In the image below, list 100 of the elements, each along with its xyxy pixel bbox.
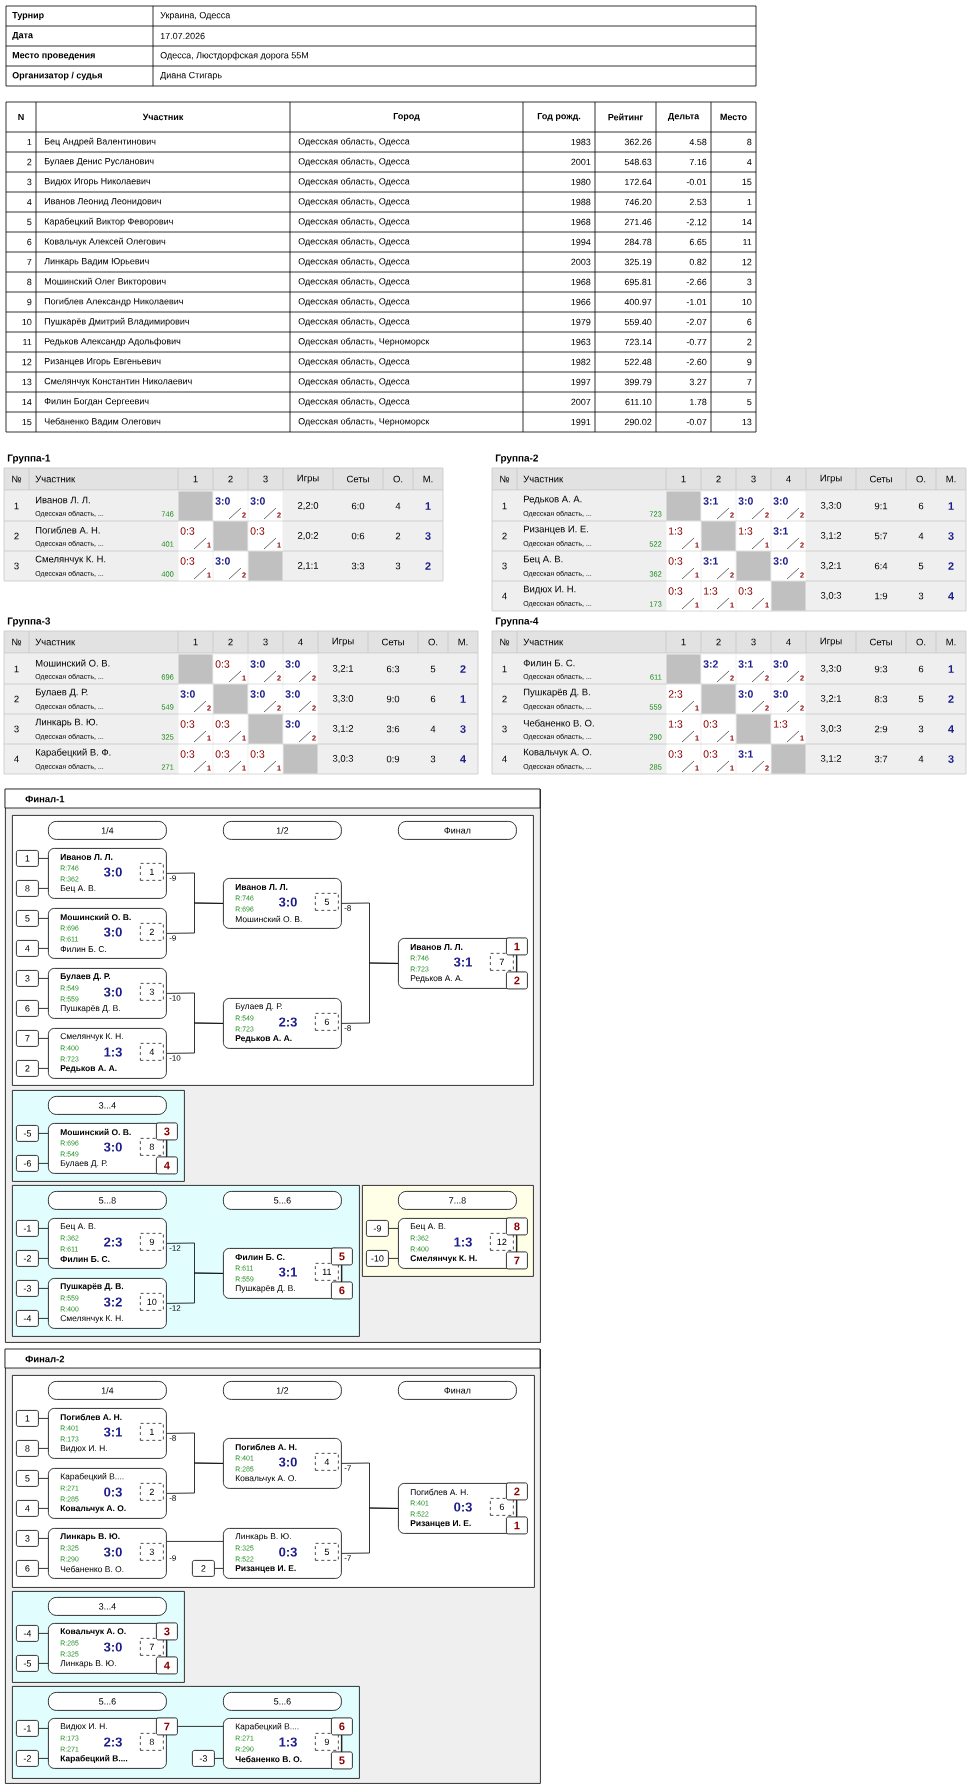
place-value: 1 [425,502,431,510]
table-text: 3:7 [874,755,888,763]
player-name: Погиблев А. Н. [235,1443,297,1451]
column-header: 2 [716,638,721,646]
player-name: Линкарь В. Ю. [35,718,98,728]
place-value: 3 [425,532,431,540]
player-name: Иванов Л. Л. [60,854,113,860]
seed-number: 5 [16,910,39,927]
connector-line [341,1264,343,1282]
place-number: 7 [506,1251,528,1270]
table-text: 3,3:0 [820,665,842,673]
table-text: 6 [430,695,436,703]
player-name: Иванов Л. Л. [36,496,90,504]
match-number: 3 [140,983,164,1001]
table-text: 2 [395,532,401,540]
seed-number: -10 [366,1250,389,1267]
table-text: 1983 [571,138,591,146]
table-text: 3 [430,755,436,763]
table-text: 0:6 [351,532,365,540]
table-text: 4 [502,592,507,600]
table-text: Одесская область, Одесса [298,137,410,147]
table-text: 6 [918,502,924,510]
score: 0:3 [104,1487,122,1497]
connector-line [38,858,49,859]
group-title: Группа-2 [495,454,538,464]
place-number: 8 [506,1217,528,1236]
connector-line [38,1038,49,1039]
column-header: N [18,113,24,121]
round-label: 5...8 [48,1191,167,1210]
table-text: 3,2:1 [820,562,842,570]
table-text: 6.65 [689,238,707,246]
seed-number: 2 [16,1060,39,1077]
table-text: 13 [22,378,32,386]
connector-line [38,1008,49,1009]
player-name: Линкарь В. Ю. [60,1660,116,1668]
seed-number: 2 [192,1560,215,1577]
column-header: 4 [786,475,791,483]
table-text: 1980 [571,178,591,186]
connector-line [166,1139,168,1157]
table-text: Пушкарёв Дмитрий Владимирович [44,317,189,327]
table-text: Одесская область, Одесса [298,217,410,227]
seed-number: 3 [16,970,39,987]
table-text: Погиблев Александр Николаевич [44,297,183,307]
connector-line [38,1728,49,1729]
connector-line [166,902,224,934]
connector-line [341,1507,399,1554]
table-text: 4 [27,198,32,206]
column-header: Игры [820,474,842,484]
match-box [223,998,342,1049]
connector-line [38,1228,49,1229]
player-name: Карабецкий В.... [60,1755,128,1764]
score: 3:0 [103,927,122,937]
table-text: Одесская область, Черноморск [298,417,430,427]
column-header: Игры [297,474,319,484]
seed-number: 6 [16,1000,39,1017]
connector-line [38,948,49,949]
table-text: 2 [502,532,507,540]
place-value: 1 [948,502,954,510]
place-number: 5 [331,1751,353,1770]
score: 3:0 [278,897,297,907]
table-text: 1:9 [875,592,888,600]
place-value: 1 [948,665,954,673]
player-name: Видюх И. Н. [524,585,576,595]
match-number: 4 [315,1453,339,1471]
table-text: 1 [27,138,32,146]
match-box [48,1408,167,1459]
table-text: 14 [22,398,32,406]
match-number: 2 [140,1483,164,1501]
player-name: Пушкарёв Д. В. [60,1005,120,1013]
table-text: -1.01 [686,298,707,306]
player-name: Филин Б. С. [60,1256,110,1262]
table-text: Булаев Денис Русланович [44,158,154,166]
seed-number: 4 [16,1500,39,1517]
table-text: 3,0:3 [332,755,354,763]
column-header: № [12,475,22,483]
match-number: 11 [315,1263,339,1281]
table-text: 5 [747,398,752,406]
match-number: 7 [490,953,514,971]
table-text: 2001 [571,158,591,166]
table-text: Видюх Игорь Николаевич [44,178,150,186]
table-text: 0.82 [689,258,707,266]
column-header: 1 [193,475,198,483]
table-text: 4 [918,532,924,540]
table-text: 5 [918,562,924,570]
table-text: 4.58 [689,138,707,146]
table-text: Одесская область, Одесса [298,297,410,307]
table-text: 1 [502,665,507,673]
column-header: 3 [751,638,756,646]
table-text: 3:6 [386,725,400,733]
table-text: 6:0 [351,502,365,510]
seed-number: -6 [16,1155,39,1172]
table-text: 3 [502,725,507,733]
connector-line [38,978,49,979]
score: 0:3 [454,1502,472,1512]
seed-number: 1 [16,1410,39,1427]
table-text: 2 [14,532,19,540]
table-text: Ризанцев Игорь Евгеньевич [44,358,161,366]
field-value: Диана Стигарь [160,71,222,81]
column-header: 3 [263,638,268,646]
field-label: Дата [12,32,33,40]
